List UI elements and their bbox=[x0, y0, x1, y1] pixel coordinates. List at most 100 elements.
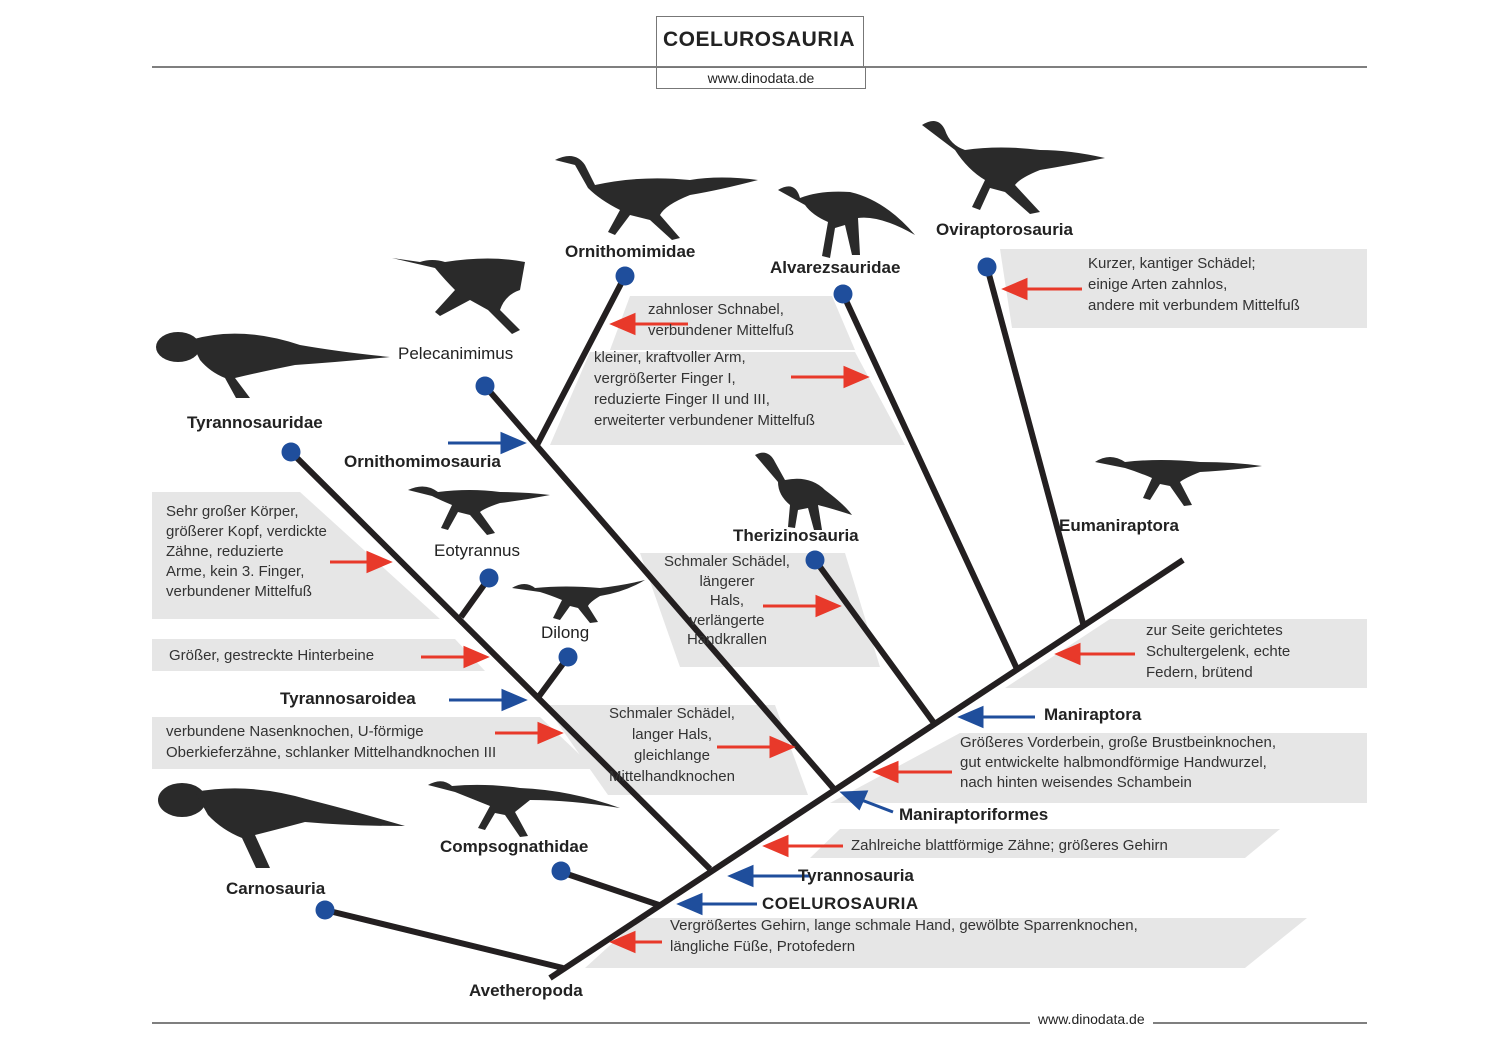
trait-panels bbox=[152, 249, 1367, 968]
red-arrow-oviraptorosauria bbox=[1001, 277, 1082, 301]
node-eotyrannus bbox=[479, 568, 499, 588]
branch-carnosauria bbox=[324, 907, 564, 971]
label-eotyrannus: Eotyrannus bbox=[434, 541, 520, 560]
silhouette-compsognathidae bbox=[428, 781, 620, 837]
trait-eotyrannus-node: Größer, gestreckte Hinterbeine bbox=[169, 647, 375, 664]
red-arrow-ornithomimosauria bbox=[791, 365, 870, 389]
red-arrow-maniraptoriformes bbox=[717, 735, 796, 759]
label-pelecanimimus: Pelecanimimus bbox=[398, 344, 514, 363]
trait-therizinosauria: Schmaler Schädel, längerer Hals, verläng… bbox=[664, 553, 790, 648]
trait-maniraptoriformes: Schmaler Schädel, langer Hals, gleichlan… bbox=[609, 705, 735, 785]
header-url: www.dinodata.de bbox=[656, 67, 866, 89]
red-arrow-maniraptora bbox=[872, 760, 952, 784]
red-arrow-therizinosauria bbox=[763, 594, 842, 618]
red-arrow-eotyrannus bbox=[421, 645, 490, 669]
silhouette-eotyrannus bbox=[408, 486, 550, 535]
red-arrow-ornithomimidae bbox=[609, 312, 688, 336]
silhouette-eumaniraptora bbox=[1095, 457, 1262, 506]
footer-url: www.dinodata.de bbox=[1030, 1011, 1153, 1027]
blue-arrow-tyrannosauria bbox=[727, 864, 810, 888]
panel-maniraptora bbox=[830, 733, 1367, 803]
node-tyrannosauridae bbox=[281, 442, 301, 462]
branch-therizinosauria bbox=[812, 558, 937, 725]
node-oviraptorosauria bbox=[977, 257, 997, 277]
label-tyrannosauria: Tyrannosauria bbox=[798, 866, 914, 885]
panel-eotyrannus bbox=[152, 639, 485, 671]
node-therizinosauria bbox=[805, 550, 825, 570]
panel-tyrannosauria bbox=[810, 829, 1280, 858]
silhouette-dilong bbox=[512, 580, 645, 623]
trait-tyrannosauria: Zahlreiche blattförmige Zähne; größeres … bbox=[851, 837, 1168, 854]
branch-ornithomimidae bbox=[534, 274, 628, 447]
red-arrow-tyrannosaroidea bbox=[495, 721, 564, 745]
node-alvarezsauridae bbox=[833, 284, 853, 304]
clade-arrows bbox=[448, 431, 1035, 916]
panel-oviraptorosauria bbox=[1000, 249, 1367, 328]
silhouette-tyrannosaurus bbox=[156, 332, 390, 398]
red-arrow-coelurosauria bbox=[609, 930, 662, 954]
trait-coelurosauria: Vergrößertes Gehirn, lange schmale Hand,… bbox=[670, 917, 1138, 955]
trait-arrows bbox=[330, 277, 1135, 954]
red-arrow-tyrannosauridae bbox=[330, 550, 393, 574]
trait-tyrannosaroidea: verbundene Nasenknochen, U-förmige Oberk… bbox=[166, 723, 497, 761]
branch-maniraptoriformes bbox=[482, 384, 837, 791]
blue-arrow-ornithomimosauria bbox=[448, 431, 527, 455]
trait-tyrannosauridae: Sehr großer Körper, größerer Kopf, verdi… bbox=[166, 503, 327, 600]
label-maniraptoriformes: Maniraptoriformes bbox=[899, 805, 1049, 824]
branches bbox=[288, 266, 1185, 981]
silhouette-pelecanimimus bbox=[392, 258, 525, 334]
branch-main-spine bbox=[548, 557, 1185, 981]
label-oviraptorosauria: Oviraptorosauria bbox=[936, 220, 1073, 239]
node-carnosauria bbox=[315, 900, 335, 920]
terminal-nodes bbox=[281, 257, 997, 920]
red-arrow-tyrannosauria bbox=[762, 834, 843, 858]
silhouette-ornithomimidae bbox=[555, 156, 758, 240]
label-therizinosauria: Therizinosauria bbox=[733, 526, 859, 545]
label-dilong: Dilong bbox=[541, 623, 590, 642]
node-pelecanimimus bbox=[475, 376, 495, 396]
trait-ornithomimosauria: kleiner, kraftvoller Arm, vergrößerter F… bbox=[594, 349, 815, 429]
label-compsognathidae: Compsognathidae bbox=[440, 837, 589, 856]
node-compsognathidae bbox=[551, 861, 571, 881]
branch-tyrannosauria bbox=[288, 449, 713, 872]
label-avetheropoda: Avetheropoda bbox=[469, 981, 583, 1000]
blue-arrow-coelurosauria bbox=[676, 892, 757, 916]
label-eumaniraptora: Eumaniraptora bbox=[1059, 516, 1179, 535]
blue-arrow-tyrannosaroidea bbox=[449, 688, 528, 712]
label-maniraptora: Maniraptora bbox=[1044, 705, 1142, 724]
trait-eumaniraptora: zur Seite gerichtetes Schultergelenk, ec… bbox=[1146, 622, 1291, 681]
branch-oviraptorosauria bbox=[984, 266, 1087, 628]
panel-coelurosauria bbox=[585, 918, 1307, 968]
label-ornithomimosauria: Ornithomimosauria bbox=[344, 452, 501, 471]
page-title: COELUROSAURIA bbox=[663, 28, 856, 51]
label-tyrannosaroidea: Tyrannosaroidea bbox=[280, 689, 416, 708]
panel-ornithomimidae bbox=[610, 296, 855, 350]
silhouette-therizinosauria bbox=[755, 452, 852, 530]
node-ornithomimidae bbox=[615, 266, 635, 286]
panel-eumaniraptora bbox=[1005, 619, 1367, 688]
silhouette-oviraptorosauria bbox=[922, 121, 1105, 214]
trait-ornithomimidae: zahnloser Schnabel, verbundener Mittelfu… bbox=[648, 301, 794, 339]
blue-arrow-maniraptora bbox=[957, 705, 1035, 729]
branch-alvarezsauridae bbox=[840, 292, 1020, 671]
label-coelurosauria: COELUROSAURIA bbox=[762, 894, 919, 913]
panel-ornithomimosauria bbox=[550, 352, 905, 445]
label-tyrannosauridae: Tyrannosauridae bbox=[187, 413, 323, 432]
silhouettes bbox=[156, 121, 1262, 868]
red-arrow-eumaniraptora bbox=[1054, 642, 1135, 666]
label-ornithomimidae: Ornithomimidae bbox=[565, 242, 696, 261]
silhouette-alvarezsauridae bbox=[778, 186, 915, 258]
panel-tyrannosauridae bbox=[152, 492, 440, 619]
panel-tyrannosaroidea bbox=[152, 717, 595, 769]
trait-oviraptorosauria: Kurzer, kantiger Schädel; einige Arten z… bbox=[1088, 255, 1300, 314]
label-carnosauria: Carnosauria bbox=[226, 879, 326, 898]
blue-arrow-maniraptoriformes bbox=[839, 790, 894, 814]
trait-maniraptora: Größeres Vorderbein, große Brustbeinknoc… bbox=[960, 734, 1277, 791]
branch-compsognathidae bbox=[560, 869, 660, 908]
title-frame bbox=[656, 16, 864, 66]
silhouette-carnosauria bbox=[158, 783, 405, 868]
node-dilong bbox=[558, 647, 578, 667]
label-alvarezsauridae: Alvarezsauridae bbox=[770, 258, 901, 277]
